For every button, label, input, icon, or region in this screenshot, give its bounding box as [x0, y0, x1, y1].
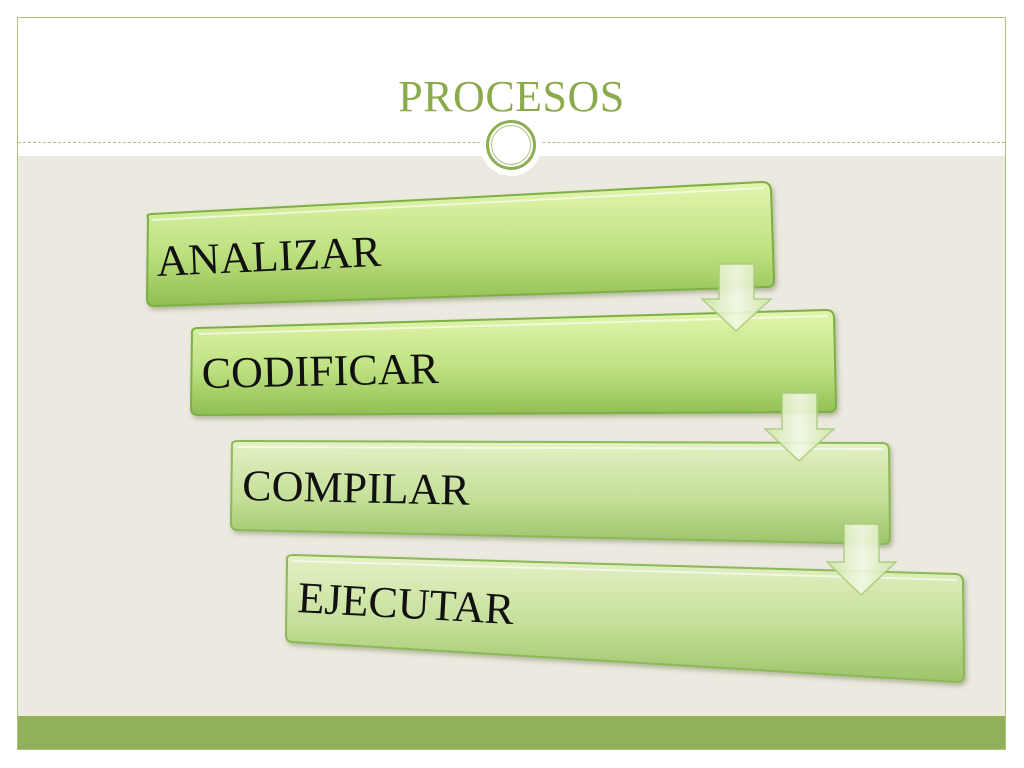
arrow-down-icon [700, 263, 773, 333]
divider-circle-inner [491, 125, 531, 165]
arrow-down-icon [825, 523, 898, 597]
step-label-compilar: COMPILAR [242, 461, 471, 515]
slide-title: PROCESOS [398, 72, 625, 121]
arrow-down-icon [763, 392, 836, 463]
step-box-ejecutar [284, 553, 966, 684]
step-label-analizar: ANALIZAR [155, 227, 382, 286]
footer-bar [18, 716, 1005, 749]
step-label-codificar: CODIFICAR [201, 344, 440, 398]
step-box-codificar [189, 308, 838, 417]
step-label-ejecutar: EJECUTAR [296, 573, 516, 634]
step-box-compilar [229, 439, 892, 546]
step-compilar [229, 439, 892, 546]
step-analizar [145, 180, 776, 308]
